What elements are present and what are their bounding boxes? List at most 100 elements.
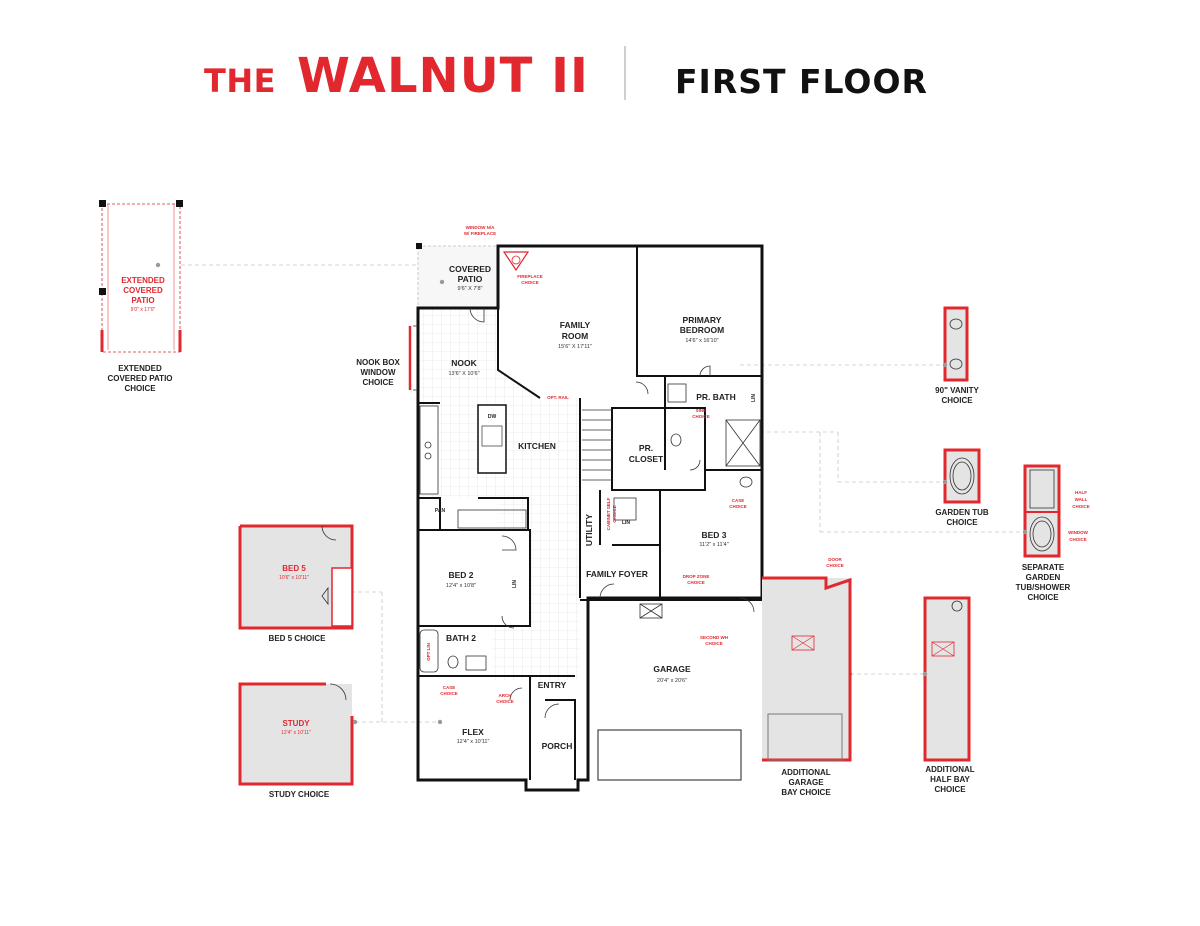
primary-bedroom-label-2: BEDROOM — [680, 325, 724, 335]
flex-label: FLEX — [462, 727, 484, 737]
family-room-dim: 15'6" X 17'11" — [558, 344, 592, 350]
family-room-label: FAMILY — [560, 320, 591, 330]
door-choice-1: DOOR — [828, 557, 842, 562]
garage-label: GARAGE — [653, 664, 691, 674]
fireplace-choice-1: FIREPLACE — [517, 274, 543, 279]
case2-choice-2: CHOICE — [440, 691, 458, 696]
primary-bedroom-dim: 14'6" x 16'10" — [685, 338, 718, 344]
pr-closet-label-2: CLOSET — [629, 454, 664, 464]
nook-box-caption-3: CHOICE — [362, 378, 394, 387]
separate-tub-caption-1: SEPARATE — [1022, 563, 1065, 572]
ext-patio-label-3: PATIO — [131, 296, 154, 305]
bed3-label: BED 3 — [701, 530, 726, 540]
half-wall-choice-1: HALF — [1075, 490, 1087, 495]
sink-choice-1: SINK — [696, 408, 708, 413]
bed5-option — [238, 524, 354, 630]
stairs — [582, 409, 612, 481]
opt-linen-label: OPT LIN — [426, 643, 431, 661]
title-divider — [624, 46, 626, 100]
separate-tub-caption-2: GARDEN — [1026, 573, 1061, 582]
nook-dim: 13'6" X 10'6" — [448, 371, 479, 377]
cabinet-choice-2: CHOICE — [612, 505, 617, 523]
porch-label: PORCH — [542, 741, 573, 751]
kitchen-island — [477, 404, 507, 474]
drop-zone-choice-1: DROP ZONE — [683, 574, 710, 579]
drop-zone-choice-2: CHOICE — [687, 580, 705, 585]
plan-name: WALNUT II — [297, 48, 589, 104]
covered-patio-dim: 9'6" X 7'8" — [458, 286, 483, 292]
flex-dim: 12'4" x 10'11" — [457, 739, 490, 745]
arch-choice-2: CHOICE — [496, 699, 514, 704]
case-choice-1: CASE — [732, 498, 745, 503]
covered-patio-label: COVERED — [449, 264, 491, 274]
garden-tub-option — [942, 448, 981, 504]
additional-garage-bay-option — [762, 576, 852, 762]
leader-lines — [160, 264, 1025, 723]
pr-closet-label: PR. — [639, 443, 653, 453]
arch-choice-1: ARCH — [499, 693, 512, 698]
opt-rail-note: OPT. RAIL — [547, 395, 569, 400]
window-choice-1: WINDOW — [1068, 530, 1088, 535]
bed5-label: BED 5 — [282, 564, 306, 573]
garage-dim: 20'4" x 20'6" — [657, 678, 687, 684]
vanity-caption-1: 90" VANITY — [935, 386, 979, 395]
add-garage-caption-2: GARAGE — [788, 778, 824, 787]
half-wall-choice-3: CHOICE — [1072, 504, 1090, 509]
study-option — [238, 682, 358, 786]
add-garage-caption-3: BAY CHOICE — [781, 788, 831, 797]
fireplace-choice-2: CHOICE — [521, 280, 539, 285]
window-choice-2: CHOICE — [1069, 537, 1087, 542]
floor-name: FIRST FLOOR — [675, 62, 928, 101]
study-caption: STUDY CHOICE — [269, 790, 330, 799]
second-wh-choice-2: CHOICE — [705, 641, 723, 646]
half-bay-option — [922, 596, 971, 762]
ext-patio-dim: 9'0" x 17'0" — [131, 307, 156, 313]
study-dim: 12'4" x 10'11" — [281, 730, 311, 736]
ext-patio-caption-2: COVERED PATIO — [107, 374, 172, 383]
ext-patio-caption-3: CHOICE — [124, 384, 156, 393]
separate-tub-caption-3: TUB/SHOWER — [1016, 583, 1071, 592]
nook-label: NOOK — [451, 358, 477, 368]
ext-patio-caption-1: EXTENDED — [118, 364, 162, 373]
garden-tub-caption-1: GARDEN TUB — [935, 508, 989, 517]
ext-patio-label-2: COVERED — [123, 286, 163, 295]
covered-patio-label-2: PATIO — [458, 274, 483, 284]
separate-tub-caption-4: CHOICE — [1027, 593, 1059, 602]
fixture-labels: DW PAN LIN LIN LIN OPT LIN — [426, 394, 757, 661]
case2-choice-1: CASE — [443, 685, 456, 690]
window-na-note: WINDOW N/A — [466, 225, 495, 230]
half-wall-choice-2: WALL — [1075, 497, 1088, 502]
study-label: STUDY — [282, 719, 310, 728]
option-plan-labels: EXTENDED COVERED PATIO 9'0" x 17'0" EXTE… — [107, 276, 1070, 799]
sink-choice-2: CHOICE — [692, 414, 710, 419]
bath2-label: BATH 2 — [446, 633, 476, 643]
case-choice-2: CHOICE — [729, 504, 747, 509]
nook-box-caption-1: NOOK BOX — [356, 358, 400, 367]
nook-box-caption-2: WINDOW — [360, 368, 396, 377]
vanity-caption-2: CHOICE — [941, 396, 973, 405]
ext-patio-label-1: EXTENDED — [121, 276, 165, 285]
bed5-dim: 10'6" x 10'11" — [279, 575, 309, 581]
utility-label: UTILITY — [584, 514, 594, 546]
linen-label-2: LIN — [751, 394, 757, 402]
kitchen-label: KITCHEN — [518, 441, 556, 451]
pantry-label: PAN — [435, 508, 446, 514]
half-bay-caption-1: ADDITIONAL — [925, 765, 974, 774]
half-bay-caption-3: CHOICE — [934, 785, 966, 794]
separate-tub-option — [1022, 464, 1061, 558]
second-wh-choice-1: SECOND WH — [700, 635, 728, 640]
bed2-label: BED 2 — [448, 570, 473, 580]
pr-bath-label: PR. BATH — [696, 392, 736, 402]
dishwasher-label: DW — [488, 414, 497, 420]
w-fireplace-note: W/ FIREPLACE — [464, 231, 496, 236]
primary-bedroom-label: PRIMARY — [683, 315, 722, 325]
main-house — [408, 243, 853, 792]
inline-option-callouts: WINDOW N/A W/ FIREPLACE FIREPLACE CHOICE… — [440, 225, 1090, 704]
linen-label-1: LIN — [512, 580, 518, 588]
bed5-caption: BED 5 CHOICE — [269, 634, 327, 643]
linen-label-3: LIN — [622, 520, 630, 526]
half-bay-caption-2: HALF BAY — [930, 775, 970, 784]
title-prefix: THE — [204, 62, 276, 100]
cabinet-choice-1: CABINET SELF — [606, 497, 611, 530]
